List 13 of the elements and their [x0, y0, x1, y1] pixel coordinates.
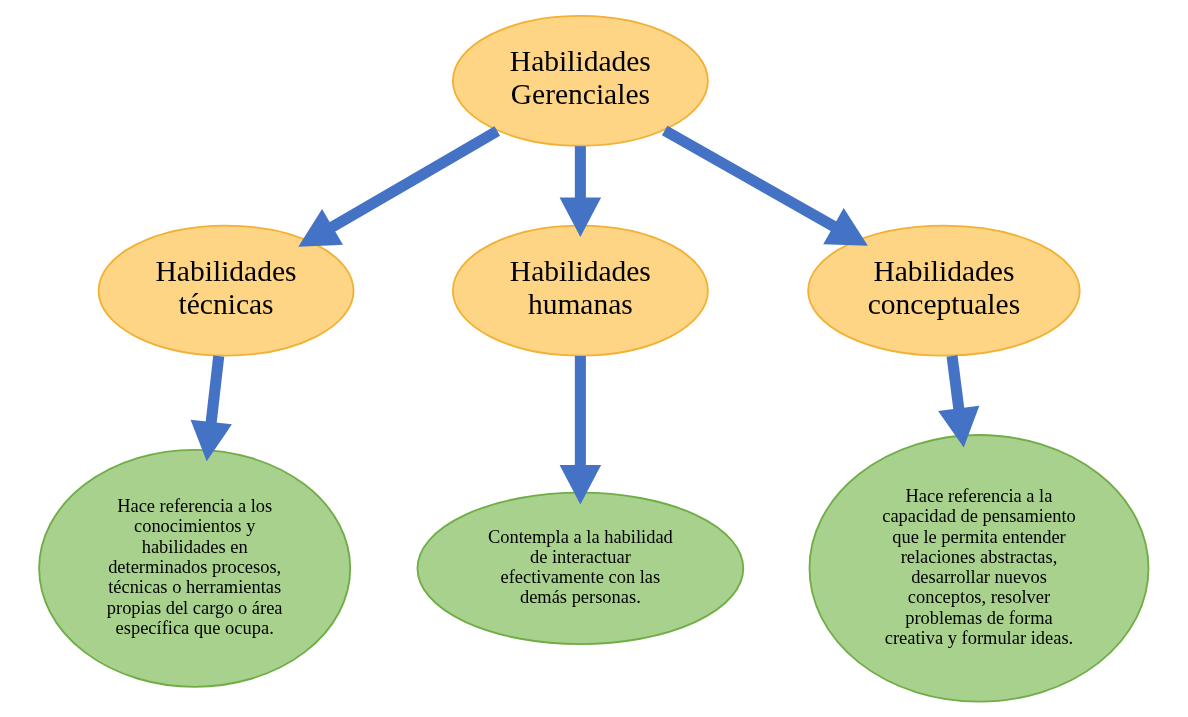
node-ellipse: Hace referencia a los conocimientos y habilidades en determinados procesos, técnicas o herramientas propias del cargo o área específica que ocupa.: [38, 448, 352, 688]
node-ellipse: Habilidades Gerenciales: [451, 14, 709, 147]
node-ellipse: Habilidades técnicas: [97, 224, 355, 357]
arrow: [190, 355, 232, 462]
arrow: [559, 356, 602, 505]
arrow: [661, 125, 868, 246]
arrow: [559, 146, 602, 238]
node-ellipse: Contempla a la habilidad de interactuar efectivamente con las demás personas.: [416, 491, 745, 645]
arrow: [938, 355, 980, 448]
node-ellipse: Habilidades humanas: [451, 224, 709, 357]
node-ellipse: Hace referencia a la capacidad de pensamiento que le permita entender relaciones abstractas, desarrollar nuevos conceptos, resolver problemas de forma creativa y formular ideas.: [808, 434, 1150, 703]
node-ellipse: Habilidades conceptuales: [807, 224, 1081, 357]
arrow: [298, 126, 501, 247]
